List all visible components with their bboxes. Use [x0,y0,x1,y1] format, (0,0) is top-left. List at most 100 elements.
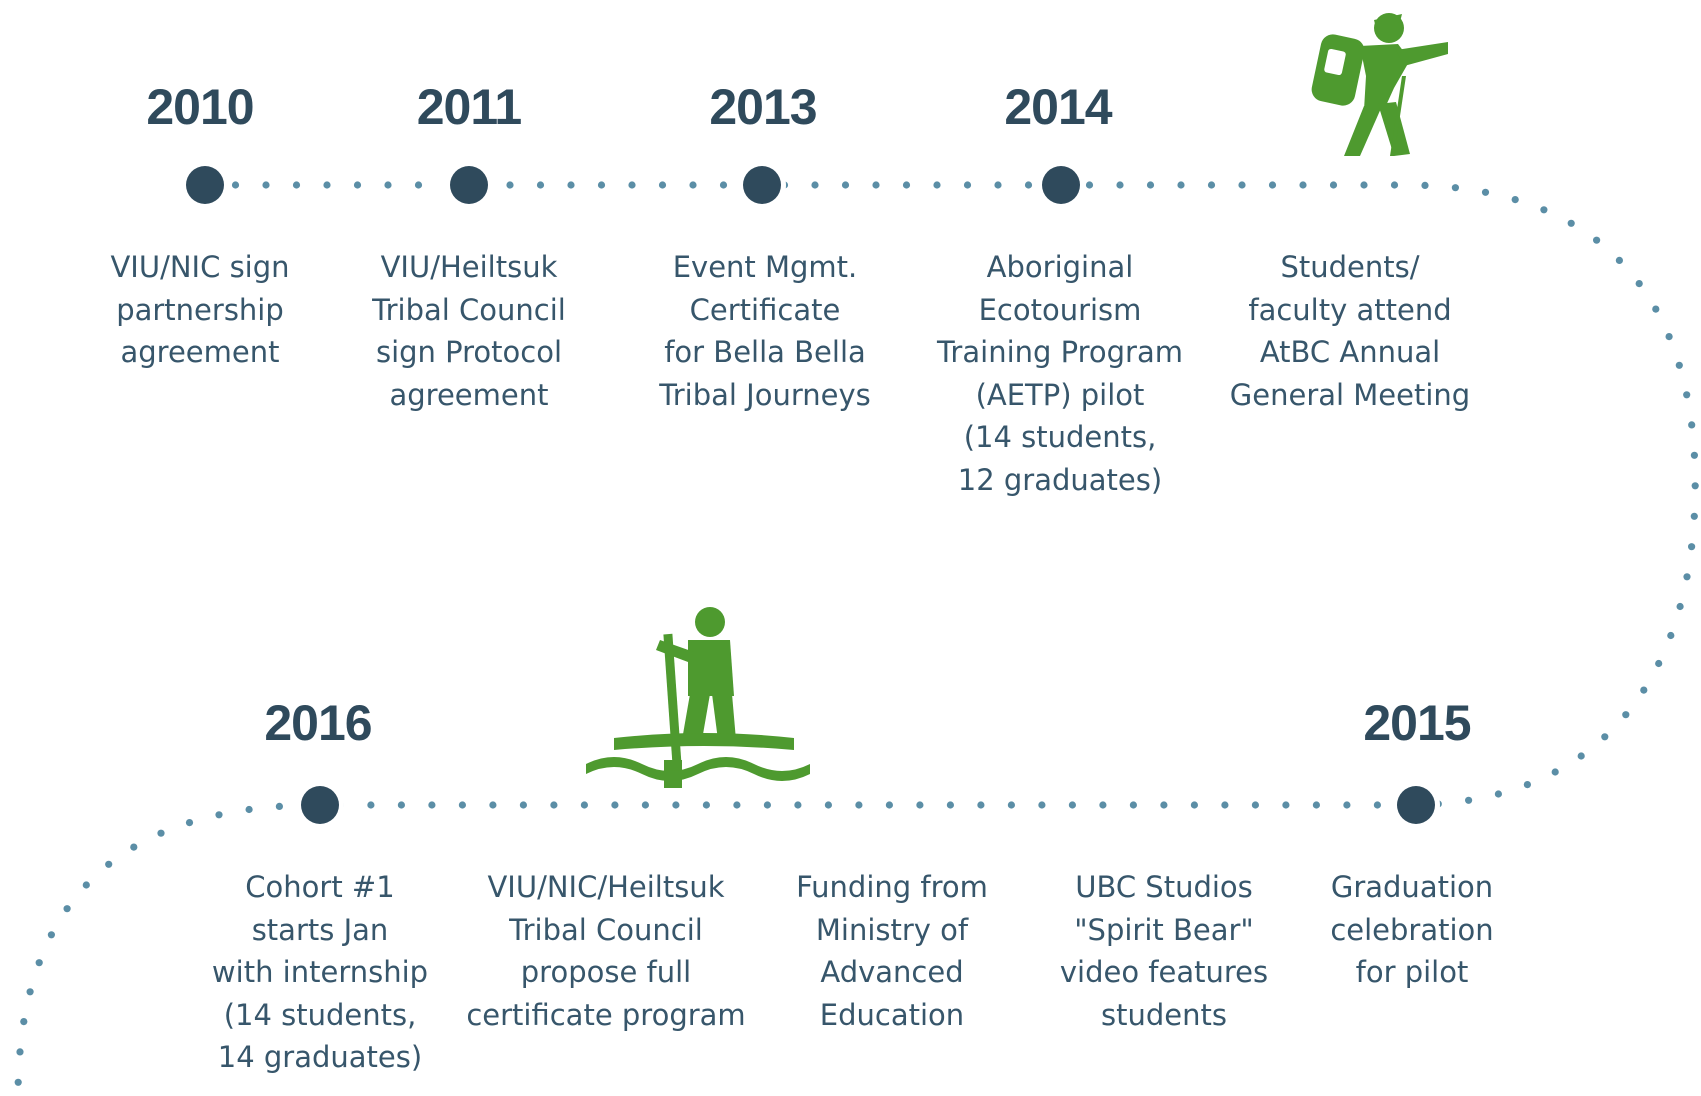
milestone-text: UBC Studios "Spirit Bear" video features… [1059,870,1269,1032]
path-dot [902,181,911,189]
path-dot [215,811,223,819]
path-dot [611,801,619,809]
path-dot [185,819,194,827]
paddleboarder-icon [586,607,810,788]
path-dot [14,1078,22,1086]
path-dot [536,181,545,189]
path-dot [1360,181,1368,189]
path-dot [1640,686,1648,694]
path-dot [1207,181,1216,189]
path-dot [1540,206,1548,214]
path-dot [672,801,680,809]
path-dot [1511,196,1519,204]
path-dot [1177,181,1185,189]
path-dot [1691,482,1699,490]
path-dot [1085,181,1094,189]
milestone-text: Funding from Ministry of Advanced Educat… [796,870,988,1032]
path-dot [506,181,514,189]
year-label-2010: 2010 [146,79,254,135]
milestone-text: Aboriginal Ecotourism Training Program (… [936,250,1183,497]
path-dot [1099,801,1107,809]
path-dot [1268,181,1277,189]
path-dot [1688,421,1696,429]
path-dot [82,881,90,889]
path-dot [933,181,941,189]
path-dot [1329,181,1338,189]
path-dot [628,181,636,189]
milestone-markers [181,161,1440,829]
year-label-2011: 2011 [416,79,522,135]
path-dot [1652,305,1660,313]
milestone-text: VIU/NIC/Heiltsuk Tribal Council propose … [466,870,746,1032]
path-dot [977,801,985,809]
path-dot [794,801,802,809]
path-dot [567,181,575,189]
path-dot [323,181,331,189]
path-dot [1251,801,1259,809]
path-dot [763,801,772,809]
path-dot [26,988,34,996]
path-dot [719,181,728,189]
path-dot [20,1018,28,1026]
milestone-dot-2014 [1042,166,1080,204]
path-dot [872,181,880,189]
path-dot [1146,181,1155,189]
path-dot [1451,184,1459,192]
path-dot [35,959,43,967]
year-label-2016: 2016 [264,695,372,751]
path-dot [1421,181,1429,189]
path-dot [292,181,301,189]
path-dot [1343,801,1351,809]
path-dot [1622,711,1630,719]
path-dot [641,801,650,809]
path-dot [367,801,375,809]
path-dot [1690,512,1698,520]
path-dot [1665,333,1673,341]
path-dot [1190,801,1198,809]
path-dot [824,801,833,809]
path-dot [1390,181,1399,189]
milestone-text: Cohort #1 starts Jan with internship (14… [211,870,429,1074]
path-dot [1593,236,1601,244]
milestone-text: Event Mgmt. Certificate for Bella Bella … [659,250,871,412]
milestone-text: VIU/Heiltsuk Tribal Council sign Protoco… [372,250,566,412]
path-dot [397,801,405,809]
path-dot [855,801,863,809]
year-label-2014: 2014 [1004,79,1112,135]
path-dot [946,801,955,809]
path-dot [428,801,436,809]
milestone-dot-2015 [1397,786,1435,824]
path-dot [916,801,924,809]
milestone-dot-2013 [743,166,781,204]
path-dot [1523,781,1531,789]
path-dot [1160,801,1168,809]
path-dot [353,181,362,189]
milestone-dot-2016 [301,786,339,824]
path-dot [1635,280,1643,288]
path-dot [733,801,741,809]
path-dot [1615,256,1623,264]
path-dot [1667,631,1675,640]
path-dot [1221,801,1229,809]
path-dot [245,805,253,814]
path-dot [1024,181,1033,189]
path-dot [689,181,697,189]
path-dot [1481,188,1490,196]
hiker-icon [1311,13,1448,156]
path-dot [841,181,850,189]
path-dot [1655,659,1663,668]
path-dot [1690,451,1698,459]
path-dot [1465,796,1473,804]
path-dot [1683,573,1691,581]
path-dot [414,181,423,189]
path-dot [489,801,497,809]
path-dot [597,181,606,189]
path-dot [702,801,711,809]
milestone-text: Graduation celebration for pilot [1330,870,1494,989]
path-dot [1312,801,1320,809]
path-dot [1238,181,1246,189]
path-dot [157,829,165,837]
path-dot [1282,801,1290,809]
path-dot [105,860,113,868]
path-dot [458,801,466,809]
